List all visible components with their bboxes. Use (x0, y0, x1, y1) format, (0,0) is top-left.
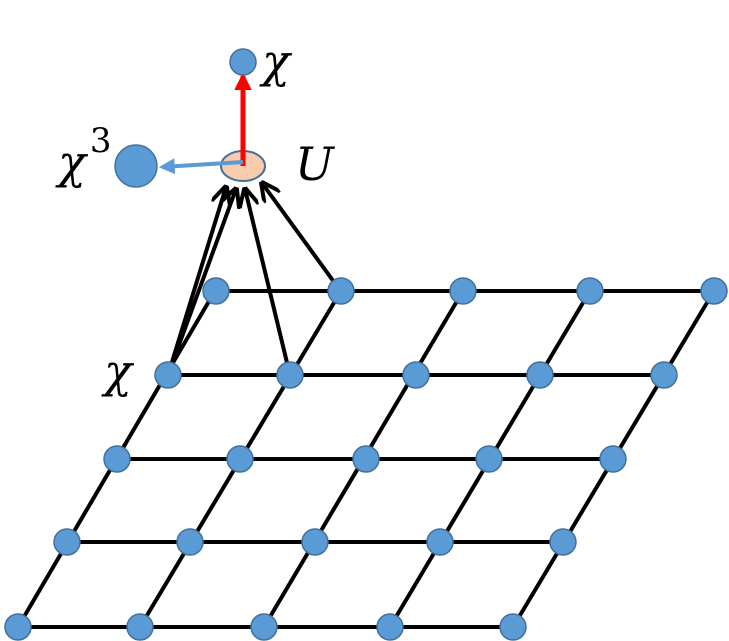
lattice-node (426, 528, 454, 556)
arrow-to-u (245, 189, 292, 376)
blue-arrow (158, 158, 244, 175)
lattice-node (650, 361, 678, 389)
arrow-to-u (262, 183, 336, 284)
lattice-nodes (4, 277, 728, 641)
chi-left-label: χ (101, 344, 135, 398)
chi-output-node (229, 48, 257, 76)
lattice-node (352, 445, 380, 473)
arrow-to-u (166, 189, 236, 376)
chi-cubed-exponent: 3 (90, 121, 112, 161)
chi-cubed-node (114, 144, 158, 188)
lattice-node (276, 361, 304, 389)
lattice-node (301, 528, 329, 556)
lattice-node (4, 613, 32, 641)
u-label: U (295, 137, 336, 191)
lattice-node (700, 277, 728, 305)
lattice-node (376, 613, 404, 641)
lattice-node (250, 613, 278, 641)
lattice-node (449, 277, 477, 305)
lattice-node (126, 613, 154, 641)
lattice-node (327, 277, 355, 305)
lattice-node (202, 277, 230, 305)
lattice-node (549, 528, 577, 556)
lattice-node (103, 445, 131, 473)
lattice-node (154, 361, 182, 389)
chi-top-label: χ (259, 34, 293, 88)
lattice-node (599, 445, 627, 473)
lattice-node (402, 361, 430, 389)
lattice-node (53, 528, 81, 556)
coupling-arrows (166, 183, 336, 376)
lattice-node (576, 277, 604, 305)
lattice-node (176, 528, 204, 556)
lattice-node (226, 445, 254, 473)
chi-cubed-base: χ (55, 135, 89, 189)
lattice-node (475, 445, 503, 473)
lattice-node (499, 613, 527, 641)
lattice-node (526, 361, 554, 389)
